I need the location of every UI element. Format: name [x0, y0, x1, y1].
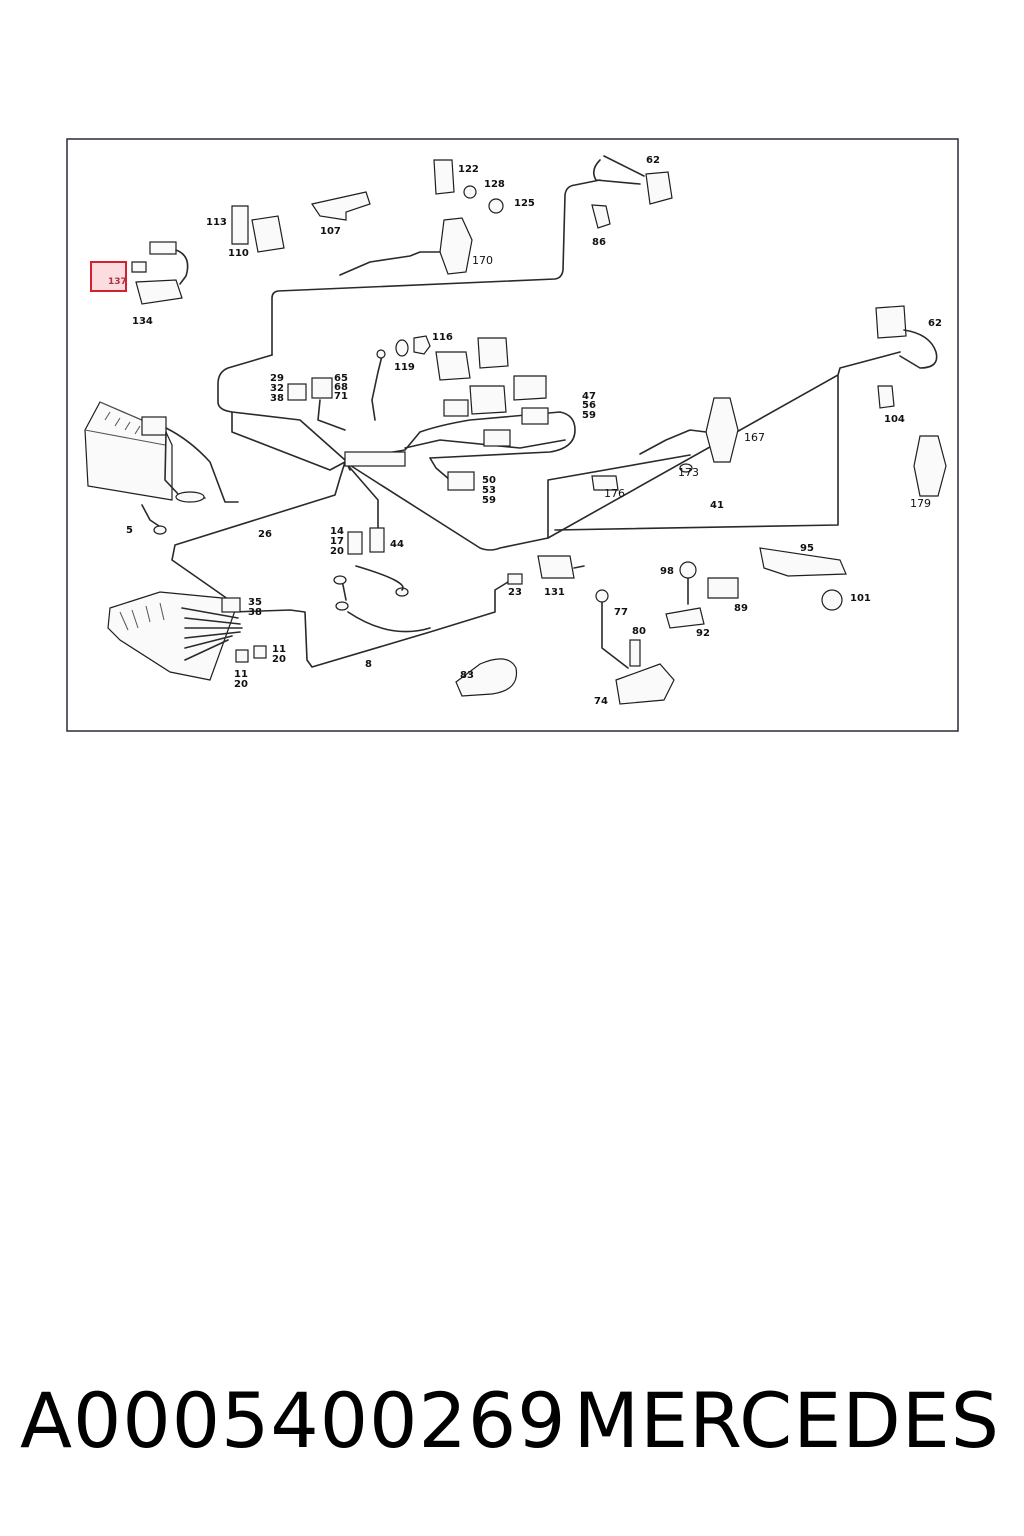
- label-23: 23: [508, 587, 522, 598]
- label-47: 47: [582, 391, 596, 402]
- footer: A0005400269 MERCEDES: [20, 1370, 1000, 1470]
- fuse-box: [107, 591, 267, 681]
- part-134-assembly: [131, 241, 189, 305]
- label-29: 29: [270, 373, 284, 384]
- label-128: 128: [484, 179, 505, 190]
- label-83: 83: [460, 670, 474, 681]
- label-80: 80: [632, 626, 646, 637]
- label-32: 32: [270, 383, 284, 394]
- label-62b: 62: [928, 318, 942, 329]
- part-labels: 122 128 125 62 86 113 110 107 170 134 11…: [126, 155, 942, 707]
- label-8: 8: [365, 659, 372, 670]
- label-77: 77: [614, 607, 628, 618]
- label-59b: 59: [482, 495, 496, 506]
- label-20a: 20: [330, 546, 344, 557]
- diagram-frame: [66, 138, 959, 732]
- label-119: 119: [394, 362, 415, 373]
- highlight-box[interactable]: [90, 261, 127, 292]
- label-38: 38: [270, 393, 284, 404]
- label-56: 56: [582, 400, 596, 411]
- label-98: 98: [660, 566, 674, 577]
- label-41: 41: [710, 500, 724, 511]
- label-5: 5: [126, 525, 133, 536]
- label-17: 17: [330, 536, 344, 547]
- label-26: 26: [258, 529, 272, 540]
- label-125: 125: [514, 198, 535, 209]
- label-44: 44: [390, 539, 404, 550]
- label-71: 71: [334, 391, 348, 402]
- label-86: 86: [592, 237, 606, 248]
- label-38b: 38: [248, 607, 262, 618]
- label-134: 134: [132, 316, 153, 327]
- label-74: 74: [594, 696, 608, 707]
- label-14: 14: [330, 526, 344, 537]
- label-59a: 59: [582, 410, 596, 421]
- label-101: 101: [850, 593, 871, 604]
- label-104: 104: [884, 414, 905, 425]
- wiring-harness-diagram: 137 122 128 125 62 86 113 110 107 170 13…: [66, 138, 959, 732]
- label-68: 68: [334, 382, 348, 393]
- label-107: 107: [320, 226, 341, 237]
- brand-name: MERCEDES: [573, 1375, 1000, 1465]
- lower-parts: [333, 463, 847, 705]
- label-113: 113: [206, 217, 227, 228]
- label-65: 65: [334, 373, 348, 384]
- label-35: 35: [248, 597, 262, 608]
- label-50: 50: [482, 475, 496, 486]
- label-11b: 11: [234, 669, 248, 680]
- label-53: 53: [482, 485, 496, 496]
- label-20b: 20: [272, 654, 286, 665]
- label-173: 173: [678, 466, 699, 479]
- label-92: 92: [696, 628, 710, 639]
- highlight-label: 137: [108, 277, 127, 287]
- label-62a: 62: [646, 155, 660, 166]
- part-number: A0005400269: [20, 1375, 567, 1465]
- label-179: 179: [910, 497, 931, 510]
- motors-switches: [231, 155, 947, 497]
- label-110: 110: [228, 248, 249, 259]
- label-116: 116: [432, 332, 453, 343]
- label-11a: 11: [272, 644, 286, 655]
- label-131: 131: [544, 587, 565, 598]
- label-176: 176: [604, 487, 625, 500]
- label-95: 95: [800, 543, 814, 554]
- label-167: 167: [744, 431, 765, 444]
- label-20c: 20: [234, 679, 248, 690]
- relays: [287, 335, 549, 585]
- label-122: 122: [458, 164, 479, 175]
- battery: [84, 401, 239, 535]
- label-89: 89: [734, 603, 748, 614]
- label-170: 170: [472, 254, 493, 267]
